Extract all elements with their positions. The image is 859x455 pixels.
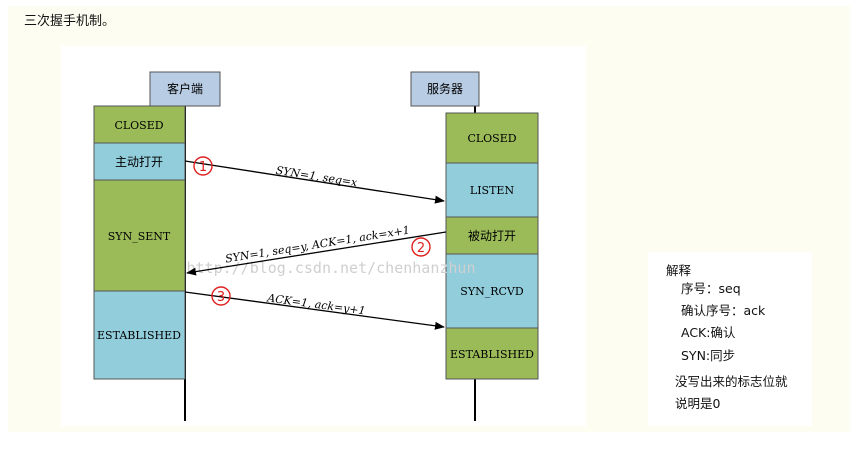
server-state-established: ESTABLISHED [445,327,539,380]
client-state-active-open: 主动打开 [93,142,186,181]
watermark-text: http://blog.csdn.net/chenhanzhun [187,259,476,277]
legend-line-note-1: 没写出来的标志位就 [675,374,788,389]
client-state-established-label: ESTABLISHED [97,329,181,342]
message-3-label: ACK=1, ack=y+1 [266,291,367,317]
legend-line-seq: 序号：seq [681,281,741,296]
server-state-syn-rcvd: SYN_RCVD [445,253,539,329]
step-2-circle [411,237,431,257]
legend-line-ack-number: 确认序号：ack [681,303,766,318]
client-state-closed-label: CLOSED [114,119,163,132]
client-state-established: ESTABLISHED [93,290,186,380]
server-state-passive-open-label: 被动打开 [468,229,516,243]
legend-panel: 解释 序号：seq 确认序号：ack ACK:确认 SYN:同步 没写出来的标志… [648,252,812,426]
message-1-arrow [184,160,445,204]
legend-line-ack: ACK:确认 [681,325,736,340]
handshake-diagram: 客户端 服务器 CLOSED 主动打开 SYN_SENT ESTABLISHED… [61,46,586,426]
step-3-number: 3 [217,290,225,305]
server-header: 服务器 [410,71,480,107]
server-state-listen-label: LISTEN [470,184,515,197]
client-state-syn-sent-label: SYN_SENT [108,230,171,243]
step-3-circle [211,286,231,306]
client-state-closed: CLOSED [93,105,186,144]
step-1-circle [193,156,213,176]
message-2-arrow [186,231,447,276]
client-state-active-open-label: 主动打开 [115,155,163,169]
legend-line-note-2: 说明是0 [675,396,721,411]
server-state-passive-open: 被动打开 [445,216,539,255]
client-state-syn-sent: SYN_SENT [93,179,186,292]
legend-line-syn: SYN:同步 [681,348,736,363]
message-1-label: SYN=1, seq=x [275,164,359,190]
step-1-number: 1 [199,160,207,175]
server-state-closed-label: CLOSED [467,132,516,145]
server-header-label: 服务器 [427,81,463,96]
server-state-closed: CLOSED [445,112,539,164]
message-3-arrow [184,291,445,330]
client-header: 客户端 [149,71,221,107]
legend-title: 解释 [666,263,692,278]
step-2-number: 2 [417,241,425,256]
server-state-syn-rcvd-label: SYN_RCVD [460,285,524,298]
server-state-listen: LISTEN [445,162,539,218]
page-heading: 三次握手机制。 [24,14,116,29]
handshake-svg: 客户端 服务器 CLOSED 主动打开 SYN_SENT ESTABLISHED… [93,71,539,421]
client-header-label: 客户端 [167,81,203,96]
server-state-established-label: ESTABLISHED [450,348,534,361]
